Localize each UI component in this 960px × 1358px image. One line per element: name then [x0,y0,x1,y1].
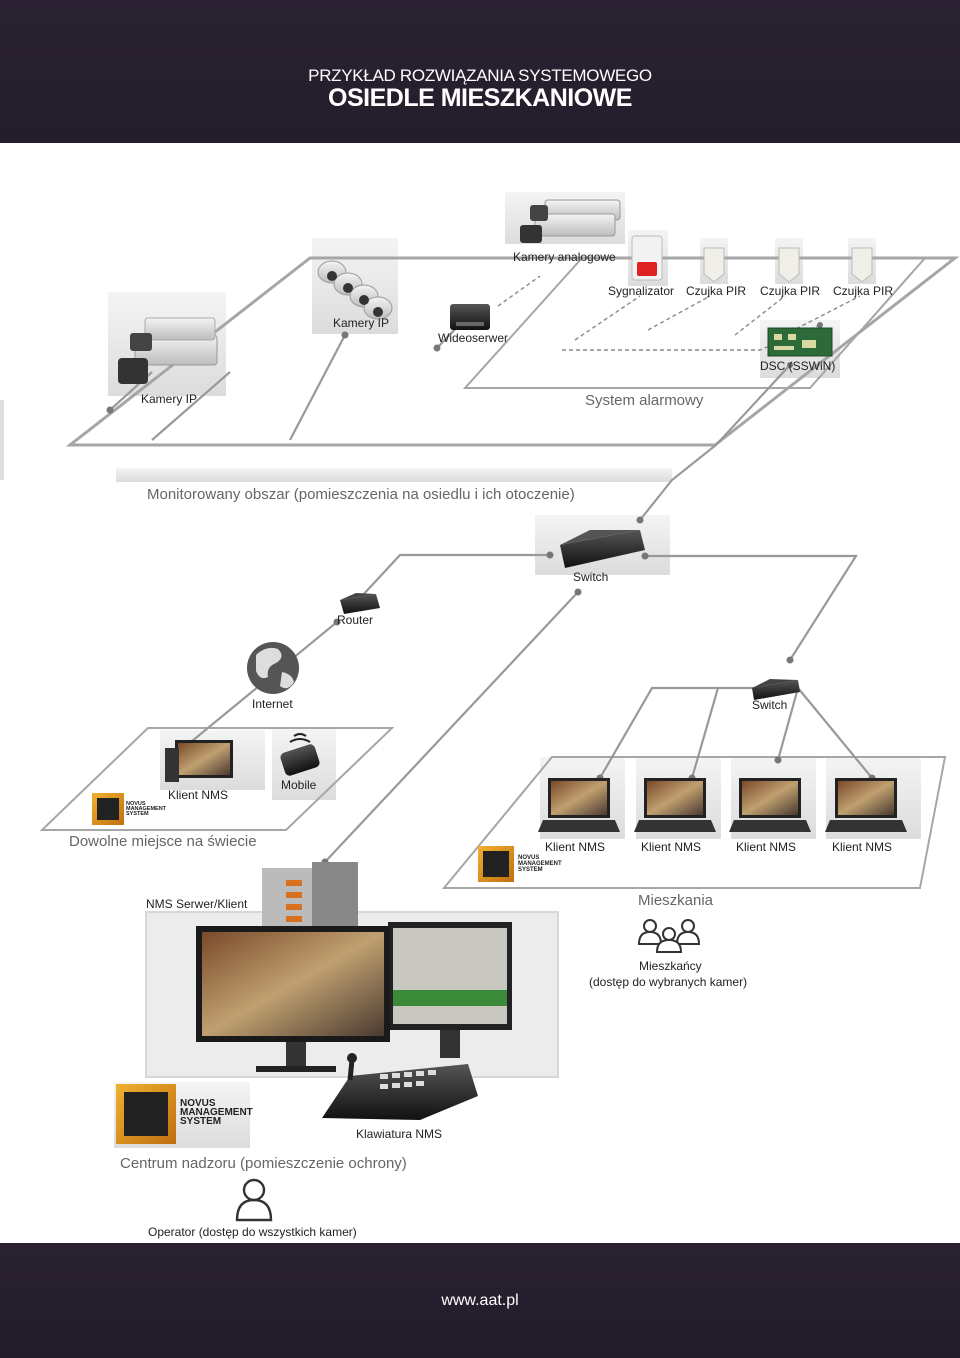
label-klient-nms-world: Klient NMS [168,788,229,802]
platforms [39,256,960,889]
operator-icon [235,1178,273,1222]
header-band [0,0,960,143]
server-icon [262,862,358,930]
video-server-icon [450,304,490,330]
header-title: OSIEDLE MIESZKANIOWE [328,84,632,112]
label-dowolne-miejsce: Dowolne miejsce na świecie [69,833,257,850]
switch-2-icon [752,679,800,700]
label-mieszkania: Mieszkania [638,892,714,909]
svg-text:MANAGEMENT: MANAGEMENT [518,861,562,867]
svg-text:MANAGEMENT: MANAGEMENT [180,1107,253,1118]
label-sygnalizator: Sygnalizator [608,284,675,298]
label-system-alarmowy: System alarmowy [585,392,704,409]
laptop-icons [538,778,907,832]
label-dsc: DSC (SSWiN) [760,359,836,373]
svg-text:SYSTEM: SYSTEM [126,811,149,817]
label-wideoserwer: Wideoserwer [438,331,509,345]
switch-icon [560,530,645,568]
logo-mark: N [101,800,115,822]
label-czujka-pir-3: Czujka PIR [833,284,894,298]
label-kamery-analogowe: Kamery analogowe [513,250,616,264]
network-lines [109,321,873,863]
header-subtitle: PRZYKŁAD ROZWIĄZANIA SYSTEMOWEGO [308,66,652,85]
footer-url[interactable]: www.aat.pl [441,1292,519,1309]
alarm-panel-icon [767,327,833,357]
footer-band [0,1243,960,1358]
label-switch-main: Switch [573,570,609,584]
novus-logo-mid: N NOVUS MANAGEMENT SYSTEM [478,846,562,882]
monitor-icon [165,740,233,782]
label-mobile: Mobile [281,778,317,792]
svg-text:NOVUS: NOVUS [518,855,539,861]
router-icon [340,593,380,614]
label-klawiatura: Klawiatura NMS [356,1127,443,1141]
label-router: Router [337,613,374,627]
label-kamery-ip-dome: Kamery IP [333,316,390,330]
residents-icon [637,919,701,953]
svg-text:SYSTEM: SYSTEM [518,867,543,873]
dome-camera-icon [317,260,393,320]
label-czujka-pir-1: Czujka PIR [686,284,747,298]
label-monitorowany-obszar: Monitorowany obszar (pomieszczenia na os… [147,486,575,503]
ip-camera-icon [118,317,218,384]
label-klient-nms-1: Klient NMS [545,840,606,854]
label-internet: Internet [252,697,293,711]
label-kamery-ip: Kamery IP [141,392,198,406]
novus-logo-large: N NOVUS MANAGEMENT SYSTEM [114,1082,253,1148]
label-mieszkancy: Mieszkańcy [639,959,702,973]
keyboard-icon [322,1053,478,1120]
label-klient-nms-3: Klient NMS [736,840,797,854]
svg-text:NOVUS: NOVUS [180,1098,216,1109]
label-mieszkancy-sub: (dostęp do wybranych kamer) [589,975,748,989]
pir-sensor-icon [703,247,873,283]
siren-icon [631,235,663,281]
label-centrum: Centrum nadzoru (pomieszczenie ochrony) [120,1155,407,1172]
globe-icon [247,642,299,694]
label-switch-2: Switch [752,698,788,712]
mobile-icon [280,733,320,776]
label-klient-nms-2: Klient NMS [641,840,702,854]
svg-text:MANAGEMENT: MANAGEMENT [126,806,167,812]
svg-text:SYSTEM: SYSTEM [180,1116,221,1127]
analog-camera-icon [520,199,621,243]
label-czujka-pir-2: Czujka PIR [760,284,821,298]
label-operator: Operator (dostęp do wszystkich kamer) [148,1225,357,1239]
svg-text:NOVUS: NOVUS [126,801,146,807]
svg-text:N: N [487,853,503,878]
label-nms-serwer: NMS Serwer/Klient [146,897,248,911]
svg-text:N: N [131,1095,157,1136]
novus-logo-small: N NOVUS MANAGEMENT SYSTEM [92,793,167,825]
label-klient-nms-4: Klient NMS [832,840,893,854]
workstation-monitors [196,922,512,1072]
